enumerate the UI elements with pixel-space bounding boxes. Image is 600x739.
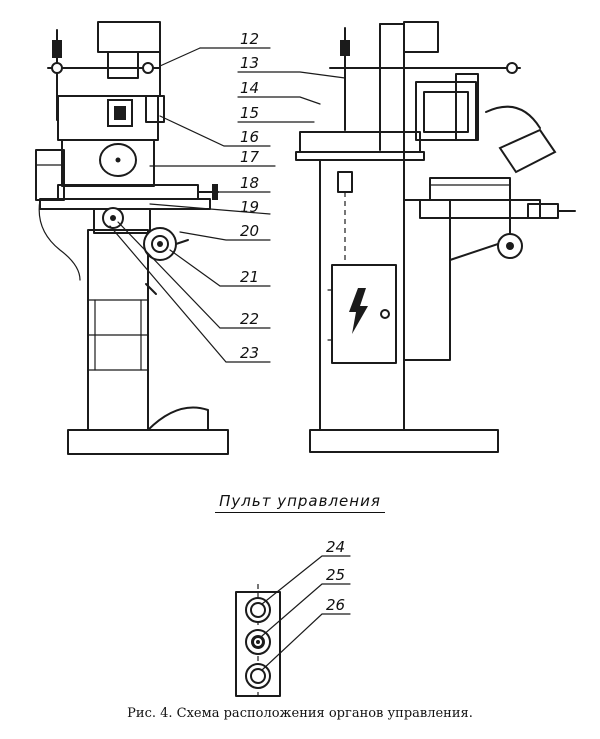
callout-18: 18	[240, 174, 259, 192]
callout-22: 22	[240, 310, 259, 328]
callout-21: 21	[240, 268, 259, 286]
front-view	[35, 21, 229, 455]
callout-numbers-machine: 12 13 14 15 16 17 18 19 20 21 22 23	[240, 30, 260, 362]
side-view	[295, 21, 576, 453]
control-panel: 24 25 26	[235, 538, 351, 700]
panel-button-24	[245, 597, 271, 623]
callout-17: 17	[240, 148, 260, 166]
callout-leaders	[109, 47, 346, 363]
panel-title: Пульт управления	[0, 492, 600, 513]
callout-25: 25	[326, 566, 345, 584]
callout-23: 23	[240, 344, 259, 362]
callout-15: 15	[240, 104, 259, 122]
callout-26: 26	[326, 596, 345, 614]
callout-16: 16	[240, 128, 259, 146]
callout-12: 12	[240, 30, 259, 48]
panel-title-text: Пульт управления	[215, 492, 385, 513]
callout-24: 24	[326, 538, 345, 556]
callout-13: 13	[240, 54, 259, 72]
panel-button-26	[245, 663, 271, 689]
callout-19: 19	[240, 198, 259, 216]
callout-20: 20	[240, 222, 259, 240]
callout-14: 14	[240, 79, 259, 97]
figure-caption: Рис. 4. Схема расположения органов управ…	[127, 706, 473, 721]
lightning-bolt-icon	[349, 288, 368, 334]
